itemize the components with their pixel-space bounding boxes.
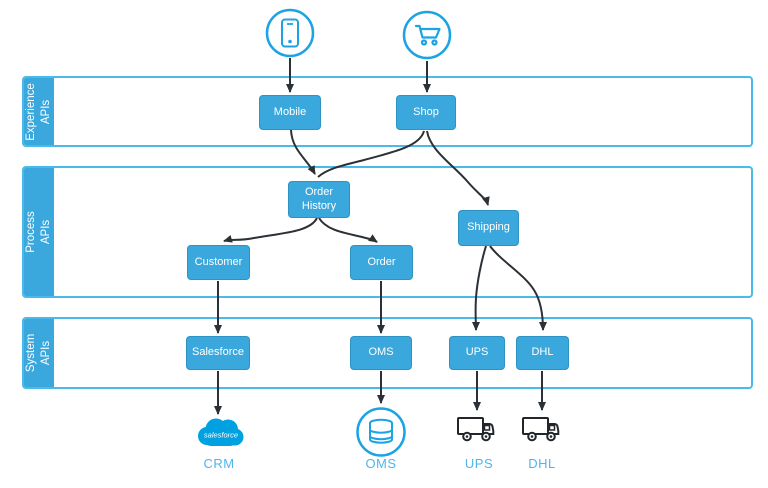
endpoint-label-oms: OMS — [365, 456, 397, 471]
node-order: Order — [350, 245, 413, 280]
ups-truck-icon — [457, 417, 495, 442]
shopping-cart-icon — [402, 10, 452, 60]
node-mobile: Mobile — [259, 95, 321, 130]
edge-mobile-order-history — [290, 129, 316, 175]
edge-shipping-ups — [471, 245, 487, 331]
salesforce-cloud-icon: salesforce — [198, 418, 244, 446]
layer-experience-apis: Experience APIs — [22, 76, 753, 147]
node-dhl: DHL — [516, 336, 569, 370]
database-icon — [356, 407, 406, 457]
node-oms: OMS — [350, 336, 412, 370]
dhl-truck-icon — [522, 417, 560, 442]
node-shop: Shop — [396, 95, 456, 130]
node-shipping: Shipping — [458, 210, 519, 246]
edge-shipping-dhl — [489, 245, 547, 331]
layer-process-apis-tab: Process APIs — [24, 168, 54, 296]
edge-order-history-customer — [223, 217, 318, 243]
layer-experience-apis-tab: Experience APIs — [24, 78, 54, 145]
node-ups: UPS — [449, 336, 505, 370]
node-salesforce: Salesforce — [186, 336, 250, 370]
salesforce-logo-text: salesforce — [204, 431, 238, 440]
layer-system-apis-tab: System APIs — [24, 319, 54, 387]
endpoint-label-crm: CRM — [203, 456, 235, 471]
endpoint-label-dhl: DHL — [528, 456, 556, 471]
edge-shop-order-history — [317, 130, 425, 178]
edge-shop-shipping — [426, 130, 490, 206]
node-order-history: Order History — [288, 181, 350, 218]
node-customer: Customer — [187, 245, 250, 280]
mobile-phone-icon — [265, 8, 315, 58]
endpoint-label-ups: UPS — [464, 456, 494, 471]
edge-order-history-order — [318, 217, 378, 243]
